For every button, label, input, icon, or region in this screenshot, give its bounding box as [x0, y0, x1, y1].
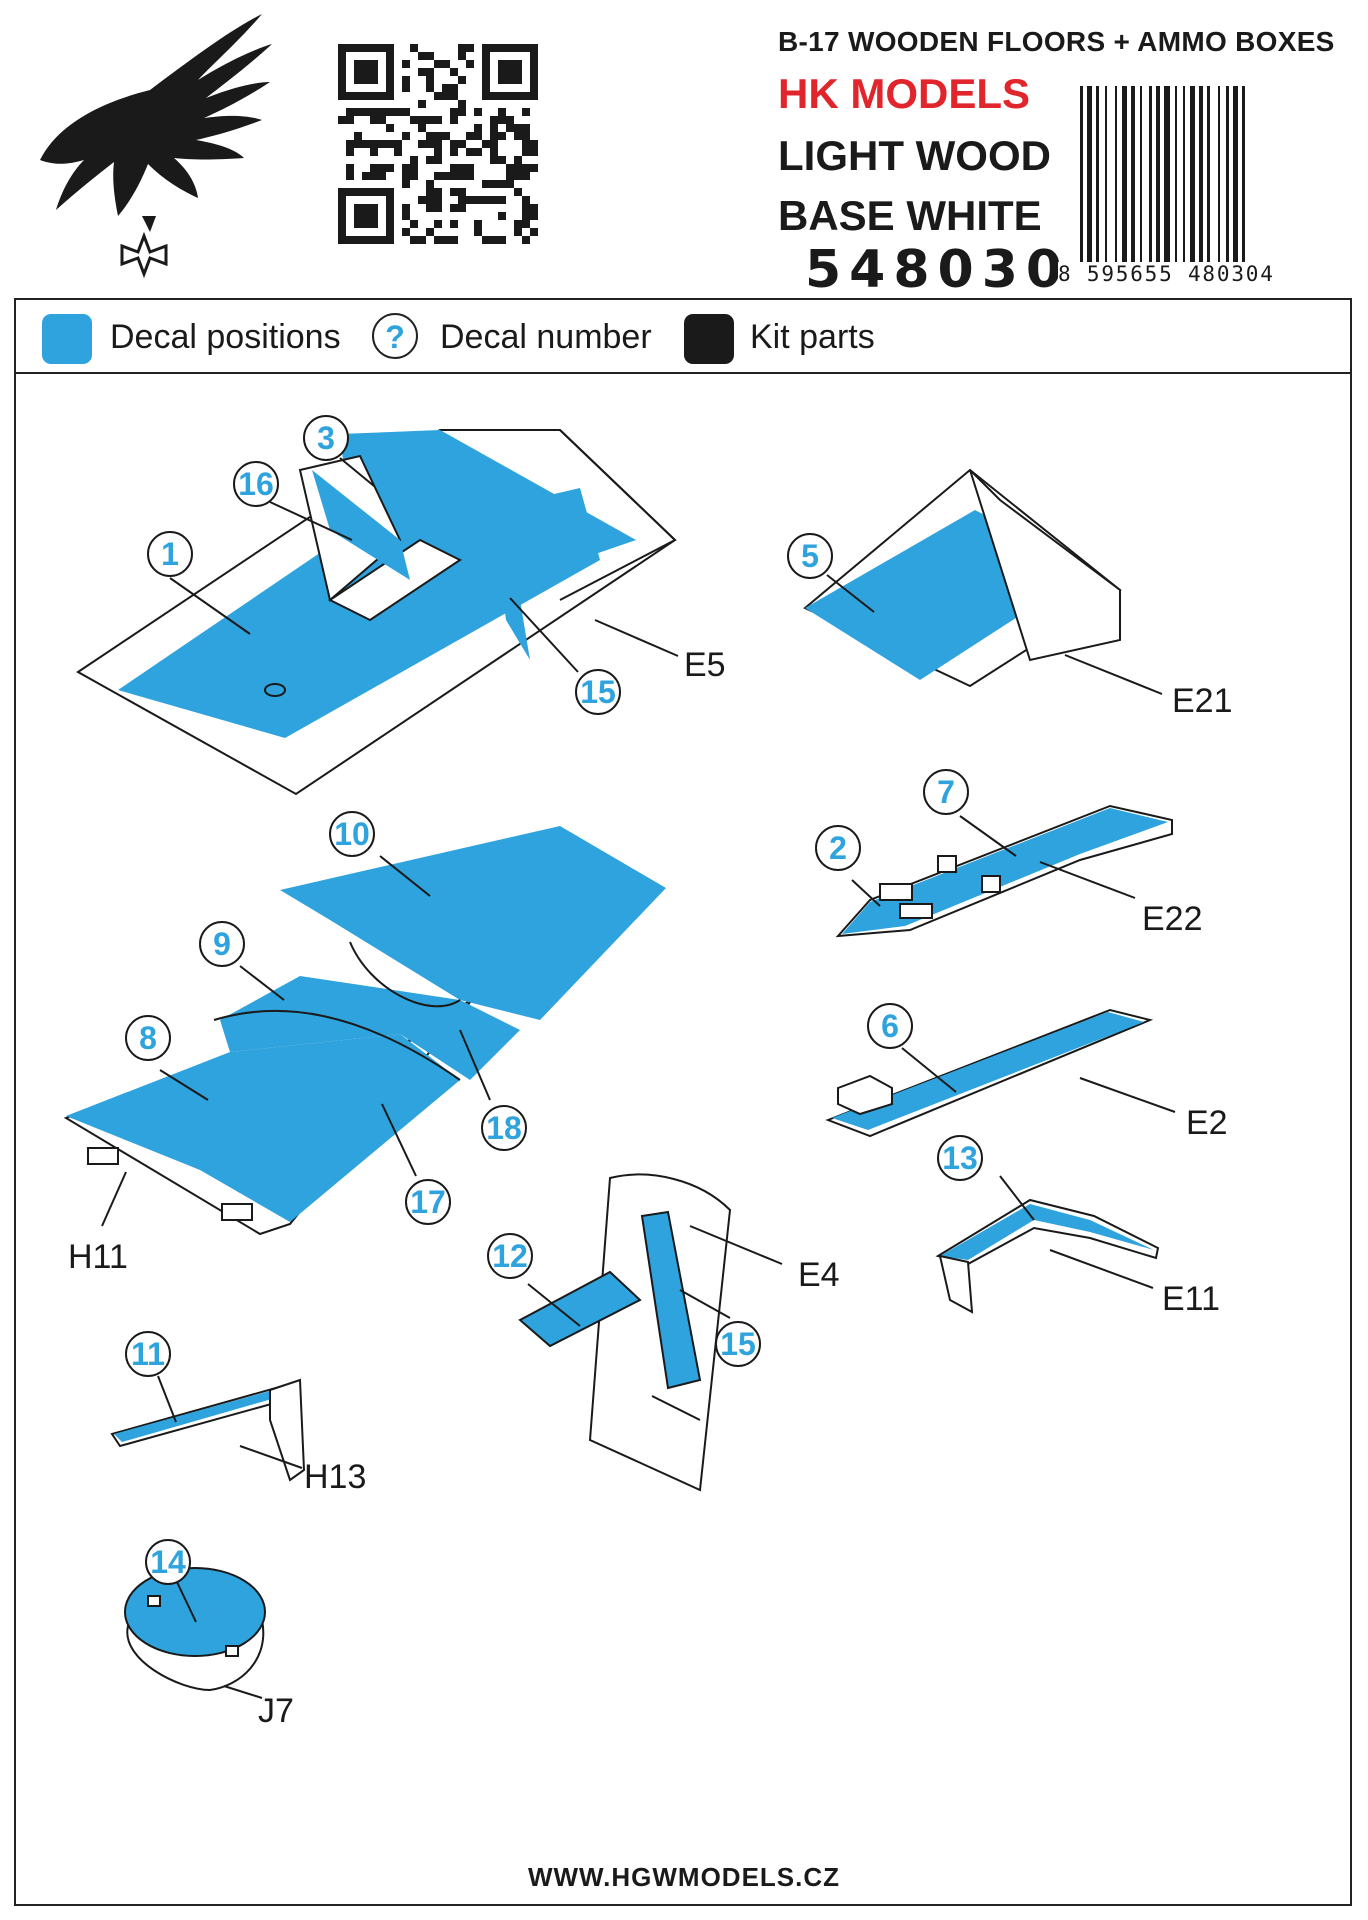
- iron-cross-icon: [120, 231, 168, 279]
- decal-number-5: 5: [787, 533, 833, 579]
- decal-number-3: 3: [303, 415, 349, 461]
- label-h11: H11: [68, 1238, 128, 1276]
- svg-text:15: 15: [580, 674, 616, 710]
- product-code: 548030: [805, 240, 1071, 300]
- svg-text:3: 3: [317, 420, 335, 456]
- label-j7: J7: [258, 1692, 294, 1730]
- legend-decal-positions: Decal positions: [110, 318, 341, 356]
- decal-number-13: 13: [937, 1135, 983, 1181]
- svg-text:7: 7: [937, 774, 955, 810]
- label-e2: E2: [1186, 1104, 1228, 1142]
- kit-parts-swatch: [684, 314, 734, 364]
- part-e4-bulkhead: [518, 1173, 732, 1492]
- part-e11-arch: [935, 1198, 1160, 1314]
- label-h13: H13: [304, 1458, 366, 1496]
- barcode: [1080, 86, 1245, 276]
- legend-decal-number: Decal number: [440, 318, 652, 356]
- svg-text:17: 17: [410, 1184, 446, 1220]
- svg-text:9: 9: [213, 926, 231, 962]
- part-e5-floor: [76, 429, 677, 796]
- decal-positions-swatch: [42, 314, 92, 364]
- footer-url: WWW.HGWMODELS.CZ: [527, 1862, 841, 1892]
- part-e2-strip: [825, 1008, 1154, 1138]
- svg-text:12: 12: [492, 1238, 528, 1274]
- instruction-frame: [14, 298, 1352, 1906]
- decal-number-6: 6: [867, 1003, 913, 1049]
- decal-number-11: 11: [125, 1331, 171, 1377]
- svg-text:16: 16: [238, 466, 274, 502]
- decal-number-10: 10: [329, 811, 375, 857]
- wood-tone: LIGHT WOOD: [778, 132, 1051, 179]
- decal-number-7: 7: [923, 769, 969, 815]
- decal-number-16: 16: [233, 461, 279, 507]
- decal-number-14: 14: [145, 1539, 191, 1585]
- decal-number-12: 12: [487, 1233, 533, 1279]
- decal-number-17: 17: [405, 1179, 451, 1225]
- decal-number-2: 2: [815, 825, 861, 871]
- svg-text:8: 8: [139, 1020, 157, 1056]
- eagle-logo: [40, 14, 272, 232]
- svg-text:2: 2: [829, 830, 847, 866]
- decal-number-18: 18: [481, 1105, 527, 1151]
- label-e11: E11: [1162, 1280, 1220, 1318]
- decal-number-8: 8: [125, 1015, 171, 1061]
- svg-text:15: 15: [720, 1326, 756, 1362]
- decal-number-symbol-icon: ?: [372, 313, 418, 359]
- part-e22-strip: [835, 804, 1173, 938]
- svg-text:6: 6: [881, 1008, 899, 1044]
- svg-text:1: 1: [161, 536, 179, 572]
- svg-text:13: 13: [942, 1140, 978, 1176]
- qr-code: [338, 44, 538, 244]
- legend-divider: [14, 372, 1352, 374]
- sheet-title: B-17 WOODEN FLOORS + AMMO BOXES: [778, 26, 1335, 57]
- decal-number-1: 1: [147, 531, 193, 577]
- part-h11-floor: [63, 826, 666, 1236]
- barcode-number: 8 595655 480304: [1058, 262, 1275, 286]
- leader-lines: [101, 457, 1176, 1699]
- label-e21: E21: [1172, 682, 1233, 720]
- label-e5: E5: [684, 646, 726, 684]
- base-color: BASE WHITE: [778, 192, 1042, 239]
- decal-number-15: 15: [575, 669, 621, 715]
- svg-text:18: 18: [486, 1110, 522, 1146]
- svg-text:11: 11: [131, 1336, 165, 1372]
- label-e22: E22: [1142, 900, 1203, 938]
- kit-part-labels: E5 E21 E22 E2 E4 E11 H11 H13 J7: [68, 646, 1233, 1730]
- decal-number-9: 9: [199, 921, 245, 967]
- svg-text:14: 14: [150, 1544, 186, 1580]
- part-j7-disc: [124, 1567, 266, 1692]
- label-e4: E4: [798, 1256, 840, 1294]
- svg-text:5: 5: [801, 538, 819, 574]
- part-e21-panel: [803, 468, 1122, 688]
- legend-kit-parts: Kit parts: [750, 318, 875, 356]
- part-h13-box: [110, 1378, 306, 1482]
- svg-text:10: 10: [334, 816, 370, 852]
- decal-number-15: 15: [715, 1321, 761, 1367]
- brand-name: HK MODELS: [778, 70, 1030, 117]
